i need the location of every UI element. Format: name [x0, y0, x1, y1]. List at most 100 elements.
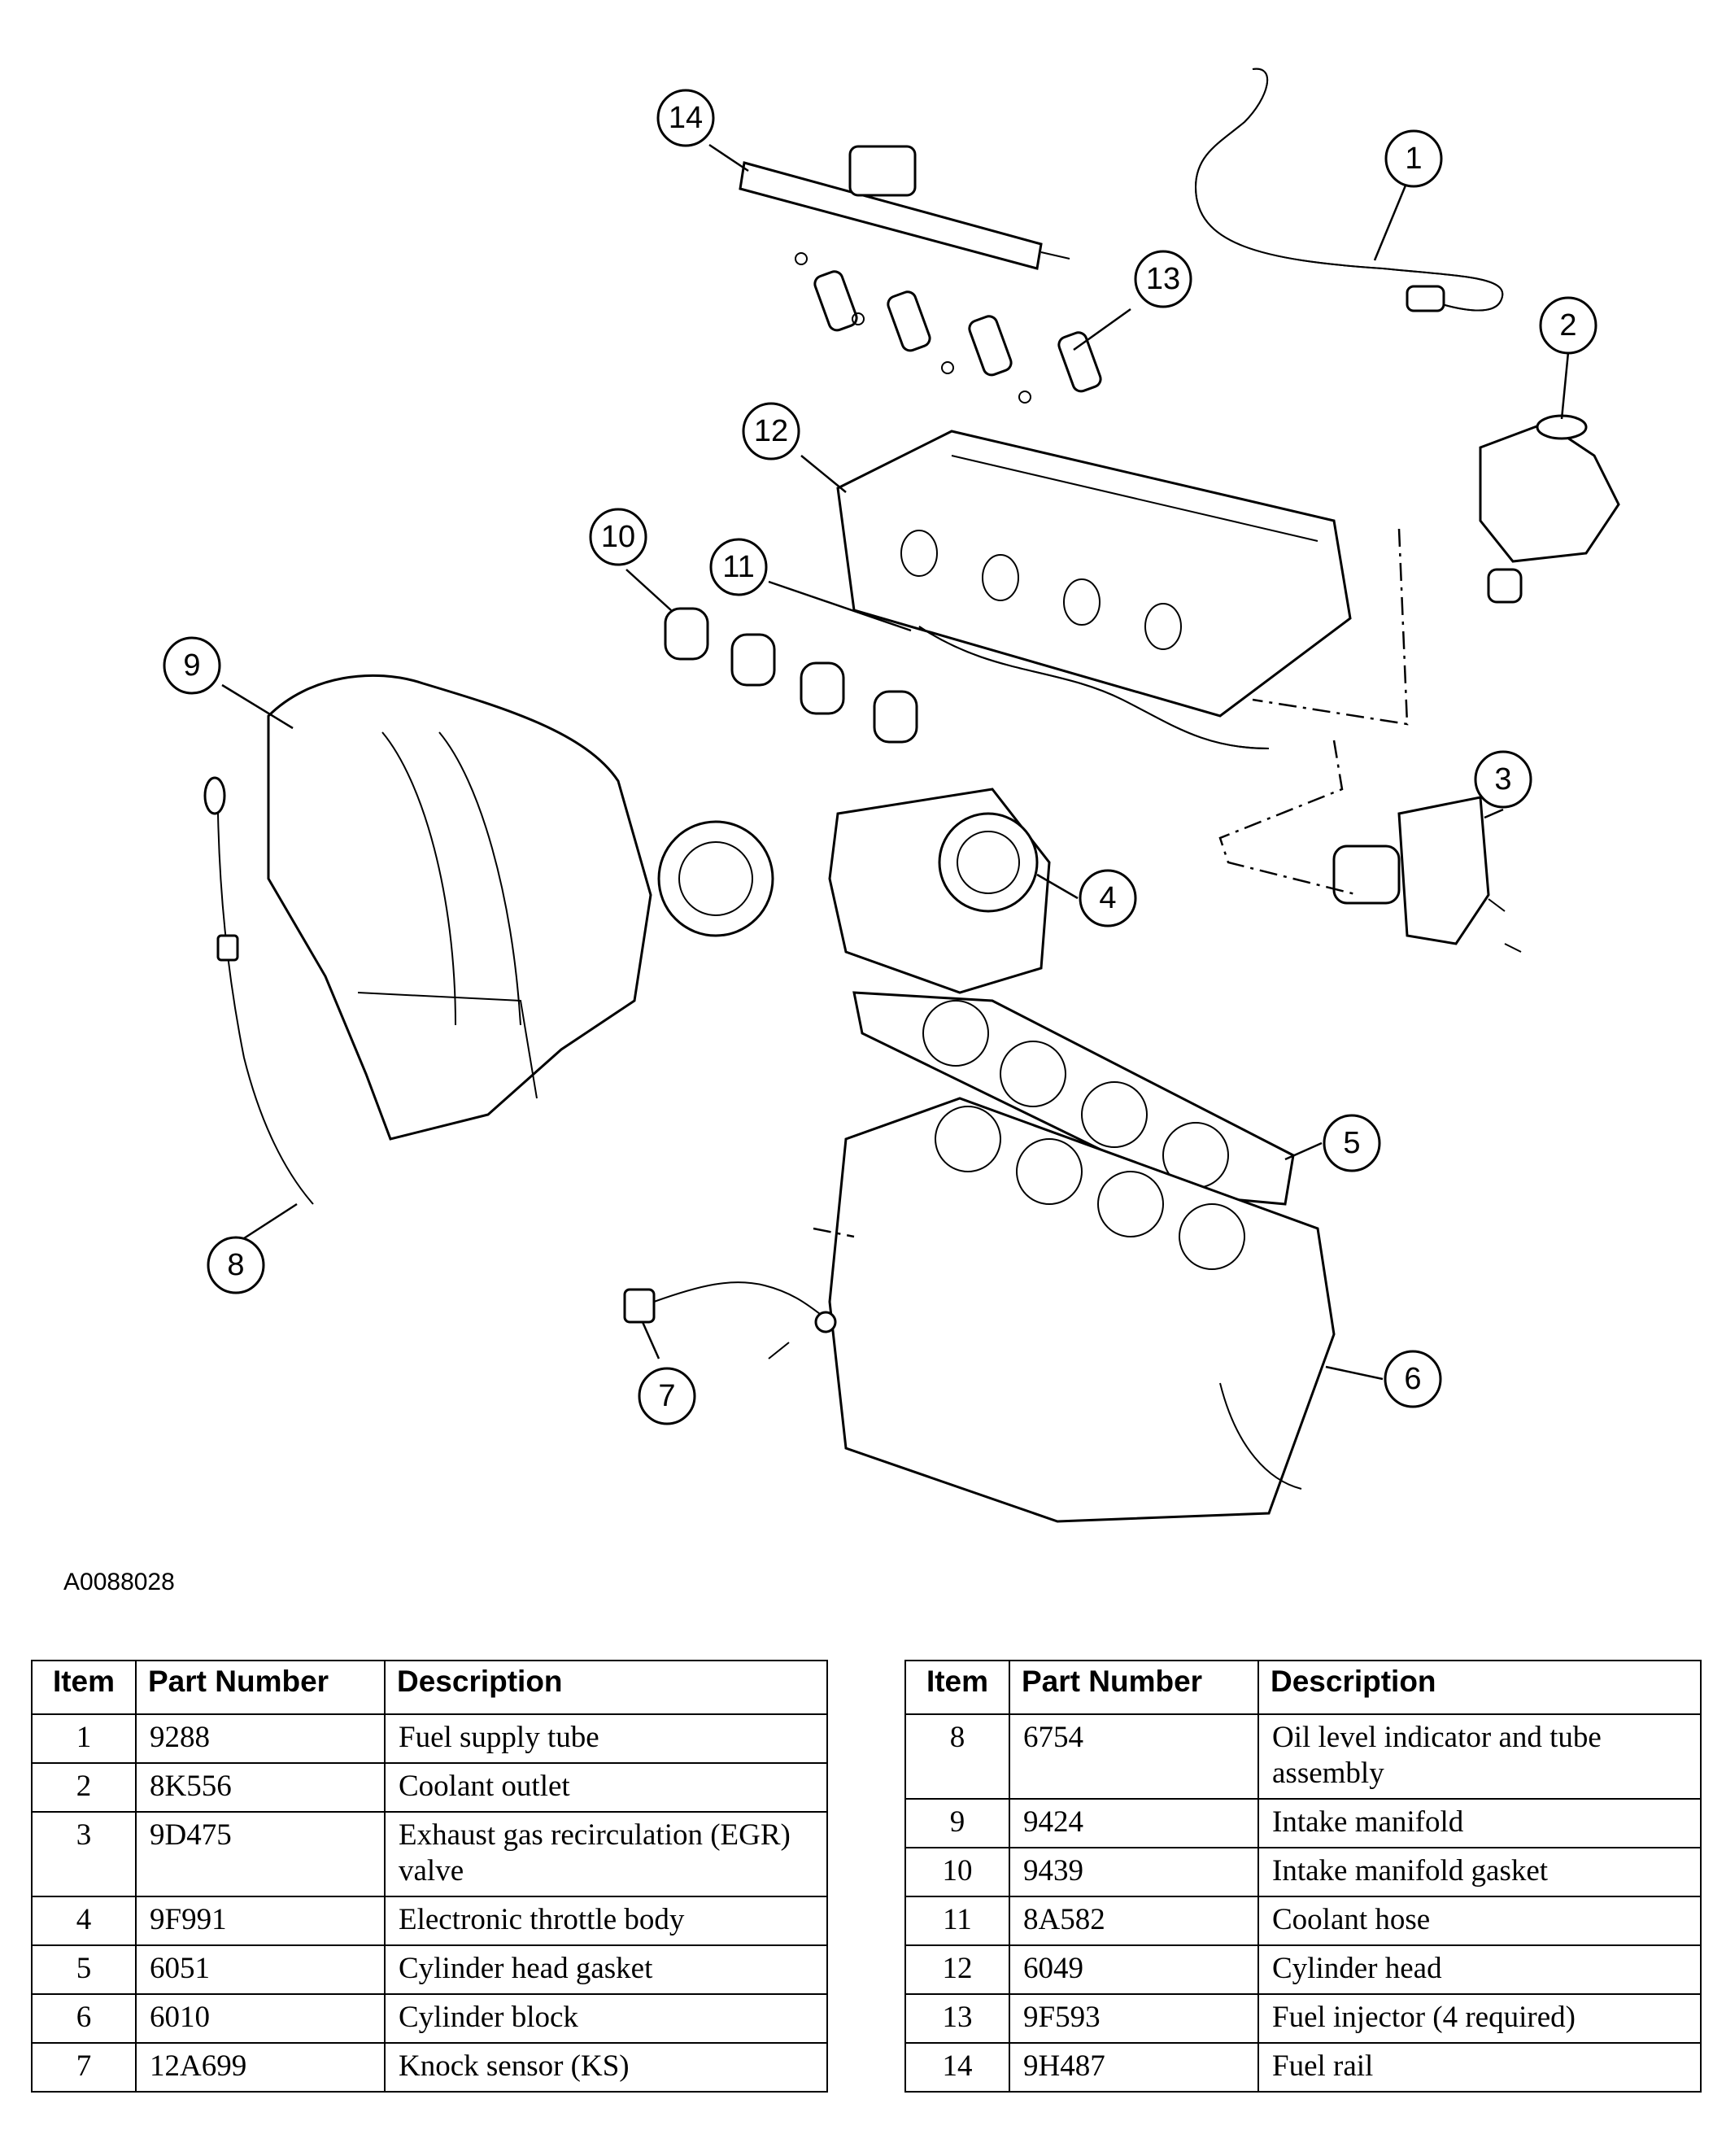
- callout-13: 13: [1134, 250, 1192, 308]
- svg-text:2: 2: [1559, 308, 1576, 343]
- svg-text:14: 14: [669, 101, 703, 135]
- coolant-outlet-drawing: [1479, 414, 1620, 604]
- leader-7: [641, 1321, 660, 1360]
- part-description: Intake manifold: [1257, 1798, 1702, 1848]
- routing-line-block: [813, 1227, 855, 1238]
- item-number: 12: [904, 1944, 1010, 1995]
- cylinder-head-gasket-drawing: [852, 991, 1295, 1206]
- table-row: 13 9F593 Fuel injector (4 required): [904, 1993, 1702, 2044]
- item-number: 7: [31, 2042, 137, 2093]
- table-row: 12 6049 Cylinder head: [904, 1944, 1702, 1995]
- throttle-body-drawing: [828, 788, 1051, 994]
- callout-2: 2: [1539, 296, 1597, 355]
- part-number: 6010: [135, 1993, 386, 2044]
- header-item: Item: [31, 1660, 137, 1715]
- header-part-number: Part Number: [1009, 1660, 1259, 1715]
- item-number: 10: [904, 1847, 1010, 1897]
- table-row: 14 9H487 Fuel rail: [904, 2042, 1702, 2093]
- header-description: Description: [1257, 1660, 1702, 1715]
- part-description: Fuel injector (4 required): [1257, 1993, 1702, 2044]
- leader-14: [708, 143, 749, 172]
- part-number: 8A582: [1009, 1896, 1259, 1946]
- intake-manifold-drawing: [267, 674, 774, 1141]
- svg-text:1: 1: [1405, 142, 1422, 176]
- part-number: 6754: [1009, 1713, 1259, 1800]
- svg-text:13: 13: [1146, 262, 1180, 296]
- table-row: 10 9439 Intake manifold gasket: [904, 1847, 1702, 1897]
- svg-text:12: 12: [754, 414, 788, 448]
- part-description: Fuel rail: [1257, 2042, 1702, 2093]
- table-header-row: Item Part Number Description: [31, 1660, 828, 1715]
- figure-reference-id: A0088028: [63, 1569, 175, 1595]
- oil-level-indicator-drawing: [203, 776, 314, 1205]
- item-number: 6: [31, 1993, 137, 2044]
- callout-8: 8: [207, 1236, 265, 1294]
- part-description: Electronic throttle body: [384, 1896, 828, 1946]
- part-number: 9424: [1009, 1798, 1259, 1848]
- table-row: 1 9288 Fuel supply tube: [31, 1713, 828, 1764]
- callout-5: 5: [1323, 1114, 1381, 1172]
- parts-table-right: Item Part Number Description 8 6754 Oil …: [904, 1660, 1702, 2093]
- leader-2: [1560, 351, 1570, 420]
- engine-exploded-view: 1 2 3 4 5 6 7 8 9 10 11 12 13 14: [163, 68, 1620, 1523]
- item-number: 8: [904, 1713, 1010, 1800]
- part-number: 9288: [135, 1713, 386, 1764]
- part-number: 6049: [1009, 1944, 1259, 1995]
- callout-3: 3: [1474, 750, 1532, 809]
- part-number: 9D475: [135, 1811, 386, 1897]
- leader-5: [1284, 1141, 1323, 1161]
- header-description: Description: [384, 1660, 828, 1715]
- callout-1: 1: [1384, 129, 1443, 188]
- item-number: 2: [31, 1762, 137, 1813]
- svg-text:10: 10: [601, 520, 635, 554]
- header-part-number: Part Number: [135, 1660, 386, 1715]
- svg-text:11: 11: [722, 550, 754, 584]
- table-row: 7 12A699 Knock sensor (KS): [31, 2042, 828, 2093]
- callout-7: 7: [638, 1367, 696, 1425]
- item-number: 3: [31, 1811, 137, 1897]
- part-description: Oil level indicator and tube assembly: [1257, 1713, 1702, 1800]
- callout-10: 10: [589, 508, 647, 566]
- item-number: 4: [31, 1896, 137, 1946]
- table-row: 8 6754 Oil level indicator and tube asse…: [904, 1713, 1702, 1800]
- fuel-supply-tube-drawing: [1194, 68, 1504, 312]
- part-description: Coolant outlet: [384, 1762, 828, 1813]
- part-number: 8K556: [135, 1762, 386, 1813]
- header-item: Item: [904, 1660, 1010, 1715]
- callout-6: 6: [1384, 1350, 1442, 1408]
- part-description: Fuel supply tube: [384, 1713, 828, 1764]
- item-number: 9: [904, 1798, 1010, 1848]
- part-description: Cylinder head gasket: [384, 1944, 828, 1995]
- leader-4: [1036, 873, 1079, 900]
- part-description: Cylinder block: [384, 1993, 828, 2044]
- cylinder-block-drawing: [828, 1097, 1336, 1523]
- svg-text:8: 8: [227, 1248, 244, 1282]
- callout-11: 11: [709, 538, 768, 596]
- callout-14: 14: [656, 89, 715, 147]
- svg-text:5: 5: [1343, 1126, 1360, 1160]
- table-row: 4 9F991 Electronic throttle body: [31, 1896, 828, 1946]
- leader-12: [800, 455, 847, 493]
- item-number: 1: [31, 1713, 137, 1764]
- knock-sensor-drawing: [623, 1281, 837, 1360]
- item-number: 14: [904, 2042, 1010, 2093]
- table-row: 6 6010 Cylinder block: [31, 1993, 828, 2044]
- callout-12: 12: [742, 402, 800, 460]
- part-number: 6051: [135, 1944, 386, 1995]
- svg-text:4: 4: [1099, 881, 1116, 915]
- coolant-hose-drawing: [918, 626, 1270, 749]
- item-number: 11: [904, 1896, 1010, 1946]
- part-number: 9F991: [135, 1896, 386, 1946]
- table-row: 3 9D475 Exhaust gas recirculation (EGR) …: [31, 1811, 828, 1897]
- cylinder-head-drawing: [836, 430, 1352, 718]
- item-number: 5: [31, 1944, 137, 1995]
- callout-9: 9: [163, 636, 221, 695]
- leader-11: [768, 580, 912, 632]
- fuel-injectors-drawing: [795, 252, 1102, 404]
- leader-6: [1325, 1365, 1384, 1381]
- part-number: 9439: [1009, 1847, 1259, 1897]
- part-description: Knock sensor (KS): [384, 2042, 828, 2093]
- callout-4: 4: [1079, 869, 1137, 927]
- part-number: 9H487: [1009, 2042, 1259, 2093]
- leader-1: [1373, 185, 1407, 261]
